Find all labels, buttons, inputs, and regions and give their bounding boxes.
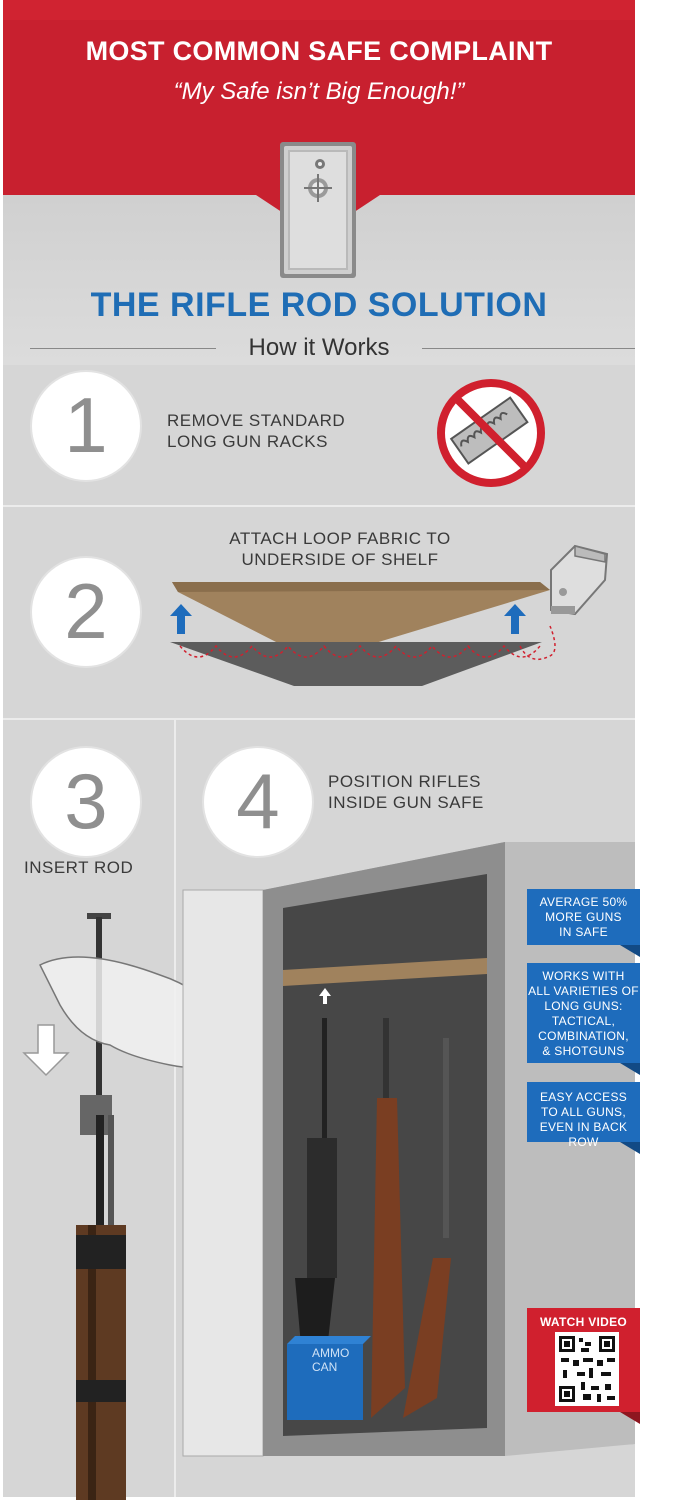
ammo-can-line: AMMO	[312, 1346, 350, 1360]
feature-line: EVEN IN BACK ROW	[539, 1120, 628, 1149]
solution-subtitle: How it Works	[248, 334, 390, 361]
up-arrow-icon	[504, 604, 526, 634]
feature-line: & SHOTGUNS	[542, 1044, 625, 1058]
feature-box-1: AVERAGE 50% MORE GUNS IN SAFE	[527, 889, 640, 945]
feature-line: ALL VARIETIES OF	[528, 984, 639, 998]
staple-gun-icon	[550, 544, 609, 616]
feature-line: TO ALL GUNS,	[541, 1105, 626, 1119]
step-4-line-2: INSIDE GUN SAFE	[328, 793, 484, 812]
divider	[3, 718, 635, 720]
step-2-circle: 2	[32, 558, 140, 666]
watch-video-label: WATCH VIDEO	[539, 1315, 628, 1329]
feature-box-3: EASY ACCESS TO ALL GUNS, EVEN IN BACK RO…	[527, 1082, 640, 1149]
ammo-can-label: AMMO CAN	[312, 1346, 349, 1374]
step-number: 3	[64, 757, 108, 845]
feature-line: IN SAFE	[559, 925, 608, 939]
step-1-line-1: REMOVE STANDARD	[167, 411, 346, 430]
solution-title: THE RIFLE ROD SOLUTION	[90, 286, 548, 324]
feature-line: COMBINATION,	[538, 1029, 629, 1043]
step-3-line-1: INSERT ROD	[24, 858, 134, 877]
ammo-can-line: CAN	[312, 1360, 338, 1374]
step-3-circle: 3	[32, 748, 140, 856]
step-4-circle: 4	[204, 748, 312, 856]
header-banner	[3, 0, 635, 236]
no-rack-icon	[437, 379, 545, 487]
step-4-line-1: POSITION RIFLES	[328, 772, 481, 791]
feature-line: LONG GUNS:	[544, 999, 623, 1013]
step-2-line-2: UNDERSIDE OF SHELF	[241, 550, 439, 569]
subtitle-line-right	[422, 348, 635, 349]
feature-line: MORE GUNS	[545, 910, 622, 924]
subtitle-line-left	[30, 348, 216, 349]
divider-vertical	[174, 720, 176, 1497]
feature-box-2: WORKS WITH ALL VARIETIES OF LONG GUNS: T…	[527, 963, 640, 1063]
watch-video-tab	[620, 1412, 640, 1424]
step-number: 4	[236, 757, 280, 845]
feature-line: WORKS WITH	[542, 969, 625, 983]
up-arrow-icon	[170, 604, 192, 634]
step-1-line-2: LONG GUN RACKS	[167, 432, 328, 451]
feature-line: AVERAGE 50%	[539, 895, 628, 909]
safe-icon	[280, 142, 356, 278]
qr-code-icon[interactable]	[555, 1332, 619, 1406]
step-number: 1	[64, 381, 108, 469]
feature-box-tabs	[620, 945, 640, 1154]
step-number: 2	[64, 567, 108, 655]
feature-line: EASY ACCESS	[539, 1090, 628, 1104]
header-quote: “My Safe isn’t Big Enough!”	[173, 78, 465, 105]
shelf-illustration	[170, 582, 556, 686]
divider	[3, 505, 635, 507]
feature-line: TACTICAL,	[551, 1014, 616, 1028]
header-title: MOST COMMON SAFE COMPLAINT	[85, 36, 553, 66]
watch-video-box[interactable]: WATCH VIDEO	[527, 1308, 640, 1412]
step-2-line-1: ATTACH LOOP FABRIC TO	[229, 529, 451, 548]
step-1-circle: 1	[32, 372, 140, 480]
